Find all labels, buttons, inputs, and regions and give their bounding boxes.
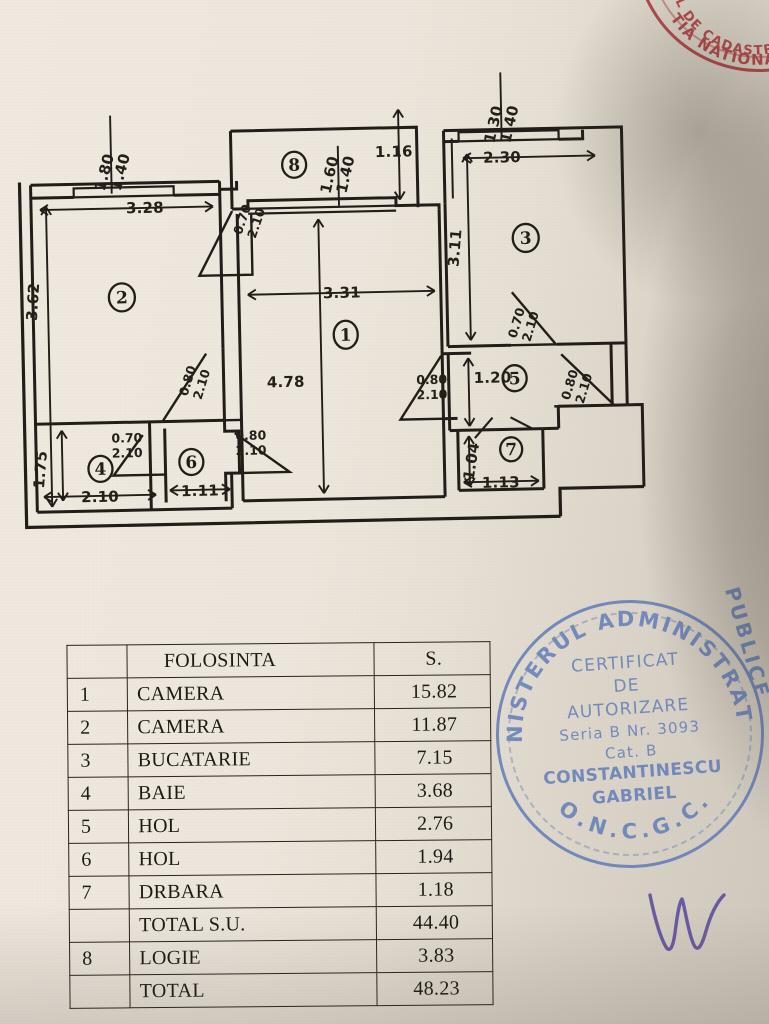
cell-no: 8 — [69, 941, 131, 976]
room-marker-7: 7 — [499, 436, 524, 463]
dim-room2-height: 3.62 — [23, 282, 43, 321]
cell-no — [66, 644, 128, 679]
dim-room4-height: 1.75 — [30, 450, 51, 489]
cell-no: 6 — [68, 842, 130, 877]
cell-use: BUCATARIE — [128, 741, 376, 777]
cell-use: HOL — [128, 807, 377, 843]
cell-area: S. — [374, 641, 491, 676]
room-3-walls — [441, 125, 629, 406]
cell-area: 1.18 — [376, 872, 493, 907]
cell-no: 7 — [68, 875, 130, 910]
dim-room6-door-h: 2.10 — [236, 442, 267, 458]
room-marker-1: 1 — [332, 319, 359, 350]
room-marker-5: 5 — [501, 364, 528, 393]
svg-text:1: 1 — [340, 326, 352, 346]
cell-use: CAMERA — [127, 708, 376, 744]
cell-area: 7.15 — [375, 740, 492, 775]
dim-room1-height: 4.78 — [267, 373, 305, 392]
cell-no — [69, 908, 130, 943]
cell-area: 48.23 — [377, 971, 494, 1006]
svg-text:5: 5 — [509, 369, 521, 389]
dim-room5-door-h: 2.10 — [416, 387, 447, 403]
wall-outline-outer — [17, 182, 644, 530]
cell-use: FOLOSINTA — [127, 642, 375, 678]
dim-room4-door-w: 0.70 — [111, 430, 142, 446]
dim-room4-width: 2.10 — [81, 488, 119, 507]
dim-room2-width: 3.28 — [126, 199, 164, 218]
room-marker-2: 2 — [107, 282, 137, 313]
cell-no: 4 — [68, 776, 129, 811]
cell-use: LOGIE — [129, 939, 378, 975]
cell-area: 44.40 — [376, 905, 493, 940]
dim-room6-door-w: 0.80 — [235, 427, 266, 443]
dim-room3-height: 3.11 — [444, 228, 465, 267]
cell-use: HOL — [128, 840, 377, 876]
svg-text:6: 6 — [185, 453, 197, 473]
cell-use: TOTAL — [130, 972, 378, 1008]
cell-area: 15.82 — [374, 674, 491, 709]
cell-no — [69, 974, 131, 1009]
cell-no: 1 — [67, 677, 128, 712]
room-marker-8: 8 — [280, 150, 308, 179]
dim-room7-width: 1.13 — [482, 473, 520, 492]
room-number-markers: 2 8 3 1 5 4 6 7 — [87, 150, 540, 484]
cell-use: TOTAL S.U. — [129, 906, 377, 942]
cell-area: 3.68 — [375, 773, 492, 808]
dim-room7-height: 1.04 — [460, 441, 484, 481]
cell-area: 2.76 — [375, 806, 492, 841]
dim-room1-width: 3.31 — [323, 283, 361, 302]
cell-no: 3 — [67, 743, 129, 778]
cell-area: 11.87 — [374, 707, 491, 742]
svg-text:2: 2 — [116, 288, 128, 308]
cell-use: BAIE — [128, 774, 376, 810]
cell-use: DRBARA — [129, 873, 377, 909]
svg-text:3: 3 — [520, 229, 532, 249]
dimension-lines — [39, 72, 596, 508]
table-row: TOTAL S.U.44.40 — [69, 905, 493, 943]
room-8-logie-walls — [228, 125, 420, 215]
cell-area: 3.83 — [376, 938, 493, 973]
room-marker-3: 3 — [511, 222, 540, 254]
door-swing-symbols — [111, 210, 618, 477]
dim-room5-opening: 1.20 — [473, 368, 511, 387]
svg-text:4: 4 — [94, 460, 106, 480]
dim-room6-width: 1.11 — [181, 481, 219, 500]
dim-room5-door-w: 0.80 — [416, 372, 447, 388]
room-marker-6: 6 — [178, 447, 205, 477]
svg-text:8: 8 — [288, 156, 300, 176]
dim-room3-width: 2.30 — [483, 148, 521, 167]
svg-text:7: 7 — [505, 440, 517, 460]
cell-no: 5 — [68, 809, 129, 844]
room-2-walls — [29, 179, 239, 426]
cell-area: 1.94 — [376, 839, 492, 874]
cell-use: CAMERA — [127, 675, 375, 711]
dim-room4-door-h: 2.10 — [112, 445, 143, 461]
cell-no: 2 — [67, 710, 129, 745]
room-marker-4: 4 — [87, 454, 114, 484]
dim-room8-depth: 1.16 — [375, 142, 413, 161]
floor-plan-drawing: 2 8 3 1 5 4 6 7 — [17, 72, 646, 530]
